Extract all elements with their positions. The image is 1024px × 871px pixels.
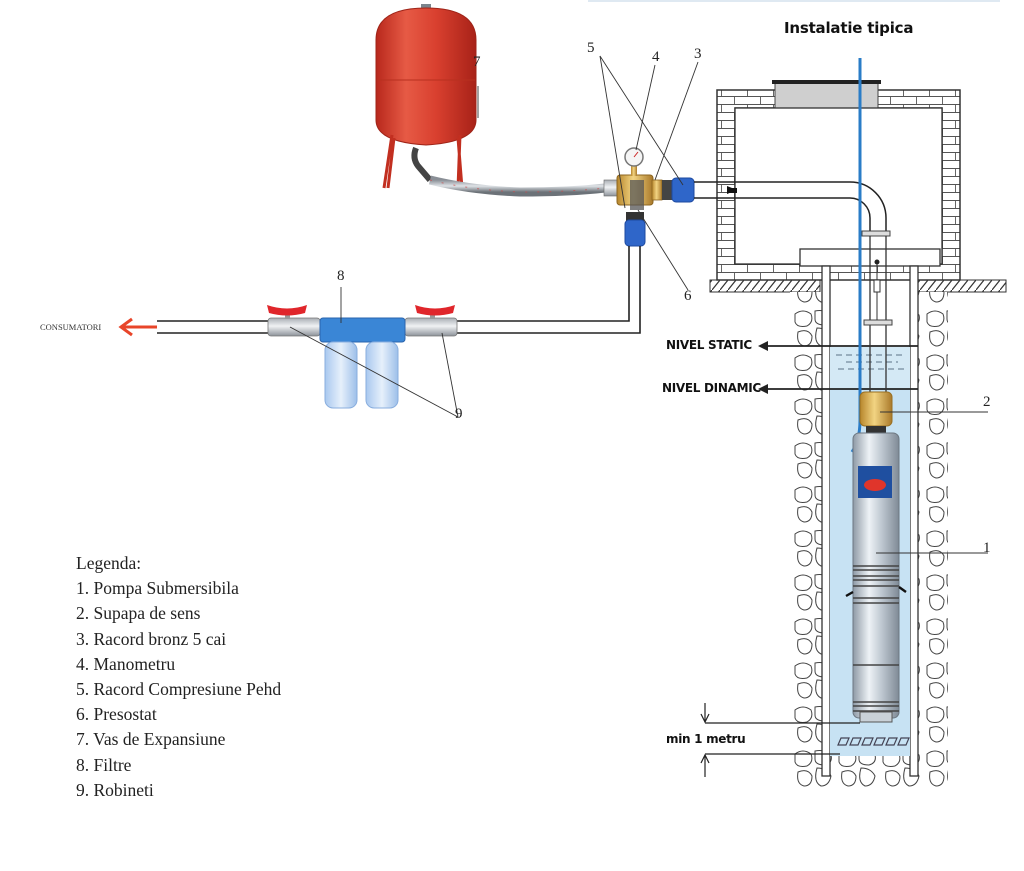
static-arrow-icon (758, 341, 768, 351)
legend-item: 2. Supapa de sens (76, 603, 201, 624)
legend-item: 4. Manometru (76, 653, 176, 674)
callout-9: 9 (455, 406, 463, 422)
callout-3: 3 (694, 46, 702, 62)
check-valve (859, 391, 893, 434)
well-screen (837, 737, 910, 746)
access-hatch (774, 81, 879, 111)
legend-item: 7. Vas de Expansiune (76, 729, 226, 750)
consumers-label: CONSUMATORI (40, 322, 102, 332)
brass-manifold (603, 147, 695, 247)
filter-housing-2 (365, 341, 399, 409)
legend-item: 5. Racord Compresiune Pehd (76, 679, 282, 700)
delivery-pipe (700, 181, 893, 420)
min-depth-label: min 1 metru (666, 732, 746, 746)
compression-fitting-right (671, 177, 695, 203)
callout-8: 8 (337, 268, 345, 284)
callout-5: 5 (587, 40, 595, 56)
pump-house (709, 80, 1007, 293)
hatch-lid (772, 80, 881, 84)
diagram-title: Instalatie tipica (784, 19, 914, 37)
static-level-label: NIVEL STATIC (666, 338, 752, 352)
callout-4: 4 (652, 49, 660, 65)
leader-lines (289, 55, 988, 554)
callout-6: 6 (684, 288, 692, 304)
callout-7: 7 (473, 54, 481, 70)
supply-pipe (157, 246, 641, 334)
legend-item: 3. Racord bronz 5 cai (76, 628, 227, 649)
stones-right (918, 292, 948, 792)
stones-bottom (822, 756, 918, 792)
ball-valve-left (267, 305, 321, 337)
dynamic-level-label: NIVEL DINAMIC (662, 381, 761, 395)
submersible-pump (845, 432, 907, 723)
min-depth-dimension (700, 703, 860, 777)
dynamic-arrow-icon (758, 384, 768, 394)
stones-left (790, 292, 822, 792)
callout-2: 2 (983, 394, 991, 410)
ball-valve-right (404, 305, 458, 337)
level-probe (873, 279, 881, 293)
consumers-arrow-icon (118, 317, 157, 337)
filter-housing-1 (324, 341, 358, 409)
water-filters (319, 317, 406, 409)
braided-hose (428, 175, 606, 197)
legend-item: 8. Filtre (76, 754, 132, 775)
legend-item: 6. Presostat (76, 704, 157, 725)
top-divider (588, 0, 1000, 2)
expansion-tank (375, 4, 477, 189)
legend-item: 1. Pompa Submersibila (76, 578, 239, 599)
legend-heading: Legenda: (76, 553, 142, 573)
legend-item: 9. Robineti (76, 779, 154, 800)
intake-arrows-icon (845, 586, 907, 598)
compression-fitting-down (624, 219, 646, 247)
legend: Legenda: 1. Pompa Submersibila 2. Supapa… (76, 551, 281, 803)
callout-1: 1 (983, 540, 991, 556)
pump-logo (864, 479, 886, 491)
ground-right (917, 279, 1007, 293)
ground-left (709, 279, 821, 293)
